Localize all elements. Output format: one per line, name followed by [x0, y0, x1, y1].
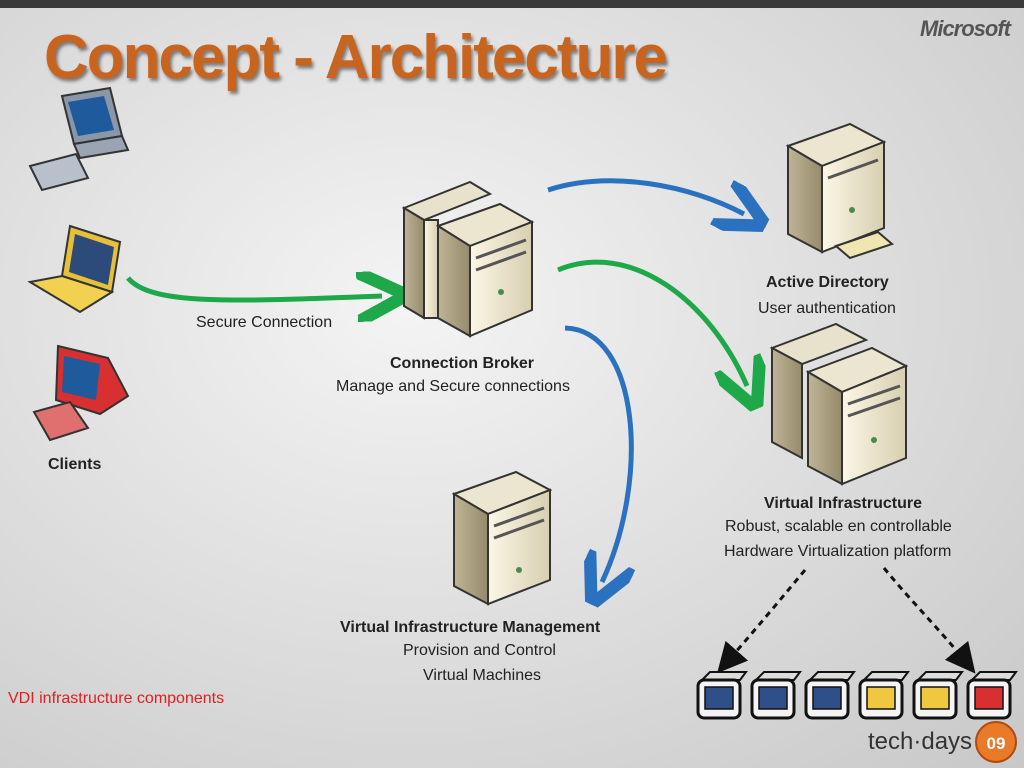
connection-broker-server-icon: [401, 180, 535, 338]
connection-broker-label: Connection Broker: [390, 355, 535, 372]
virtual-machine-icon: [966, 671, 1018, 720]
virtual-machine-icon: [912, 671, 964, 720]
virtual-infrastructure-desc-2: Hardware Virtualization platform: [724, 543, 952, 560]
arrow-clients-to-broker: [126, 278, 382, 300]
virtual-machine-icon: [858, 671, 910, 720]
vi-management-desc-2: Virtual Machines: [423, 667, 541, 684]
clients-label: Clients: [48, 456, 102, 473]
virtual-machine-row: [696, 671, 1018, 720]
arrow-vi-to-vm-left: [717, 569, 807, 674]
event-logo: tech·days: [868, 728, 973, 755]
event-badge: 09: [987, 734, 1006, 753]
techdays-badge-icon: 09: [975, 721, 1017, 763]
vi-management-server-icon: [451, 470, 553, 606]
virtual-infrastructure-server-icon: [769, 322, 909, 486]
connection-broker-desc: Manage and Secure connections: [336, 378, 570, 395]
virtual-machine-icon: [696, 671, 748, 720]
arrow-broker-to-virtual-infrastructure: [557, 259, 747, 386]
virtual-infrastructure-desc-1: Robust, scalable en controllable: [725, 518, 952, 535]
active-directory-server-icon: [785, 122, 894, 260]
vi-management-desc-1: Provision and Control: [403, 642, 556, 659]
top-bar: [0, 0, 1024, 8]
desktop-pc-icon: [28, 86, 130, 192]
virtual-machine-icon: [750, 671, 802, 720]
active-directory-desc: User authentication: [758, 300, 896, 317]
active-directory-label: Active Directory: [766, 274, 889, 291]
microsoft-logo: Microsoft: [920, 16, 1011, 41]
footnote: VDI infrastructure components: [8, 690, 225, 707]
slide-title: Concept - Architecture: [44, 23, 668, 92]
arrow-broker-to-active-directory: [547, 178, 744, 214]
vi-management-label: Virtual Infrastructure Management: [340, 619, 601, 636]
secure-connection-label: Secure Connection: [196, 314, 333, 331]
arrow-vi-to-vm-right: [882, 567, 976, 674]
laptop-icon: [27, 224, 122, 314]
virtual-machine-icon: [804, 671, 856, 720]
virtual-infrastructure-label: Virtual Infrastructure: [764, 495, 922, 512]
crt-monitor-icon: [32, 344, 130, 442]
arrow-broker-to-vi-management: [564, 325, 631, 582]
